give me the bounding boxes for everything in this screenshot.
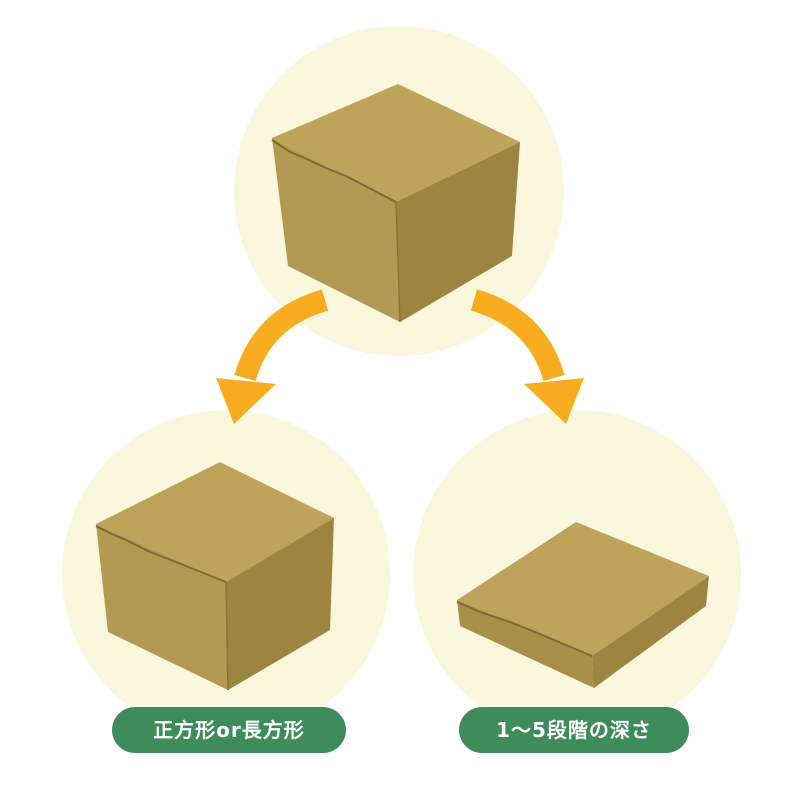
flat-box-side <box>592 576 709 688</box>
cube-box-left-edge <box>95 525 227 583</box>
cube-box-top-lid <box>272 84 520 202</box>
cube-box-top-edge <box>271 139 397 203</box>
flat-box-front <box>457 600 594 688</box>
curved-arrow-down-right-icon <box>470 289 584 424</box>
depth-label: 1〜5段階の深さ <box>459 707 689 753</box>
cube-box-top <box>271 84 520 323</box>
flat-box-lid <box>457 522 709 656</box>
curved-arrow-down-left-icon <box>216 289 329 424</box>
cube-box-left-front <box>96 524 228 690</box>
cube-box-left-side <box>226 518 334 690</box>
cube-box-left-lid <box>96 462 334 582</box>
cube-box-left <box>95 462 334 691</box>
cube-box-top-front <box>272 138 400 322</box>
flat-box <box>456 522 709 688</box>
flat-box-edge <box>456 601 593 657</box>
cube-box-top-corner <box>395 201 401 323</box>
cube-box-top-side <box>396 142 520 322</box>
cube-box-left-corner <box>225 581 229 691</box>
shape-label: 正方形or長方形 <box>112 707 346 753</box>
